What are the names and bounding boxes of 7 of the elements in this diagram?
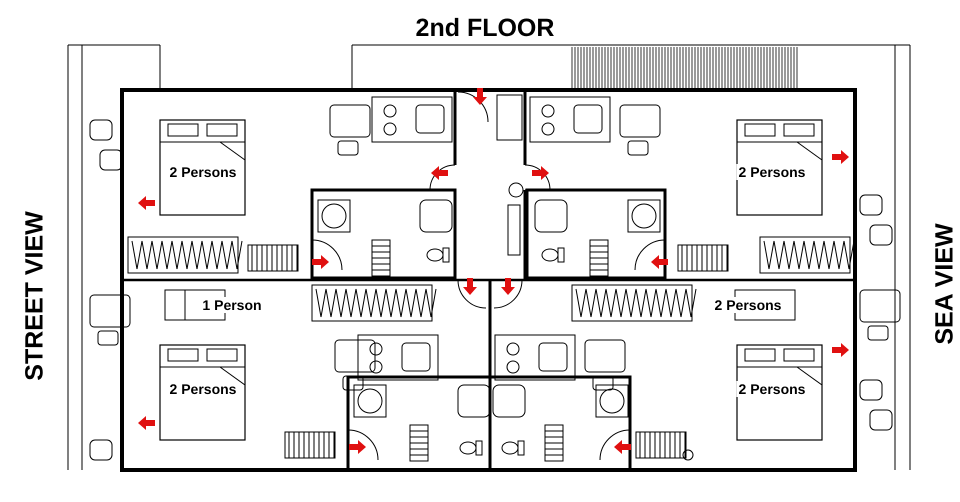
room-label: 1 Person bbox=[200, 297, 264, 313]
room-label: 2 Persons bbox=[168, 381, 238, 397]
page-title: 2nd FLOOR bbox=[416, 16, 554, 41]
room-label: 2 Persons bbox=[168, 164, 238, 180]
room-label: 2 Persons bbox=[712, 297, 784, 313]
room-label: 2 Persons bbox=[736, 164, 808, 180]
room-label: 2 Persons bbox=[736, 381, 808, 397]
